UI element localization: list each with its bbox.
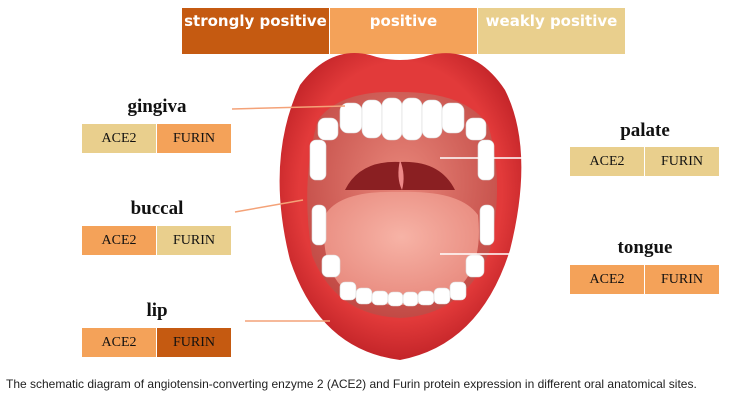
buccal-ace2: ACE2 bbox=[82, 226, 157, 255]
gingiva-pointer bbox=[231, 105, 346, 110]
tongue-ace2: ACE2 bbox=[570, 265, 645, 294]
lower-teeth bbox=[311, 204, 495, 307]
tongue bbox=[324, 191, 479, 305]
tongue-expression: ACE2 FURIN bbox=[570, 265, 720, 294]
gingiva-expression: ACE2 FURIN bbox=[82, 124, 232, 153]
tongue-label: tongue bbox=[617, 237, 673, 258]
legend-positive: positive bbox=[330, 8, 478, 54]
uvula bbox=[398, 160, 404, 190]
legend-weakly-positive: weakly positive bbox=[478, 8, 626, 54]
lip-expression: ACE2 FURIN bbox=[82, 328, 232, 357]
gingiva-furin: FURIN bbox=[157, 124, 232, 153]
expression-legend: strongly positive positive weakly positi… bbox=[182, 8, 626, 54]
lip-furin: FURIN bbox=[157, 328, 232, 357]
lip-label: lip bbox=[146, 300, 168, 321]
gingiva-ace2: ACE2 bbox=[82, 124, 157, 153]
buccal-furin: FURIN bbox=[157, 226, 232, 255]
buccal-label: buccal bbox=[130, 198, 184, 219]
lip-ace2: ACE2 bbox=[82, 328, 157, 357]
palate-label: palate bbox=[620, 120, 670, 141]
buccal-pointer bbox=[234, 199, 304, 213]
palate-ace2: ACE2 bbox=[570, 147, 645, 176]
gingiva-label: gingiva bbox=[127, 96, 187, 117]
tongue-furin: FURIN bbox=[645, 265, 720, 294]
legend-strongly-positive: strongly positive bbox=[182, 8, 330, 54]
buccal-expression: ACE2 FURIN bbox=[82, 226, 232, 255]
palate-furin: FURIN bbox=[645, 147, 720, 176]
palate-expression: ACE2 FURIN bbox=[570, 147, 720, 176]
upper-teeth bbox=[309, 97, 495, 181]
figure-caption: The schematic diagram of angiotensin-con… bbox=[6, 377, 697, 391]
